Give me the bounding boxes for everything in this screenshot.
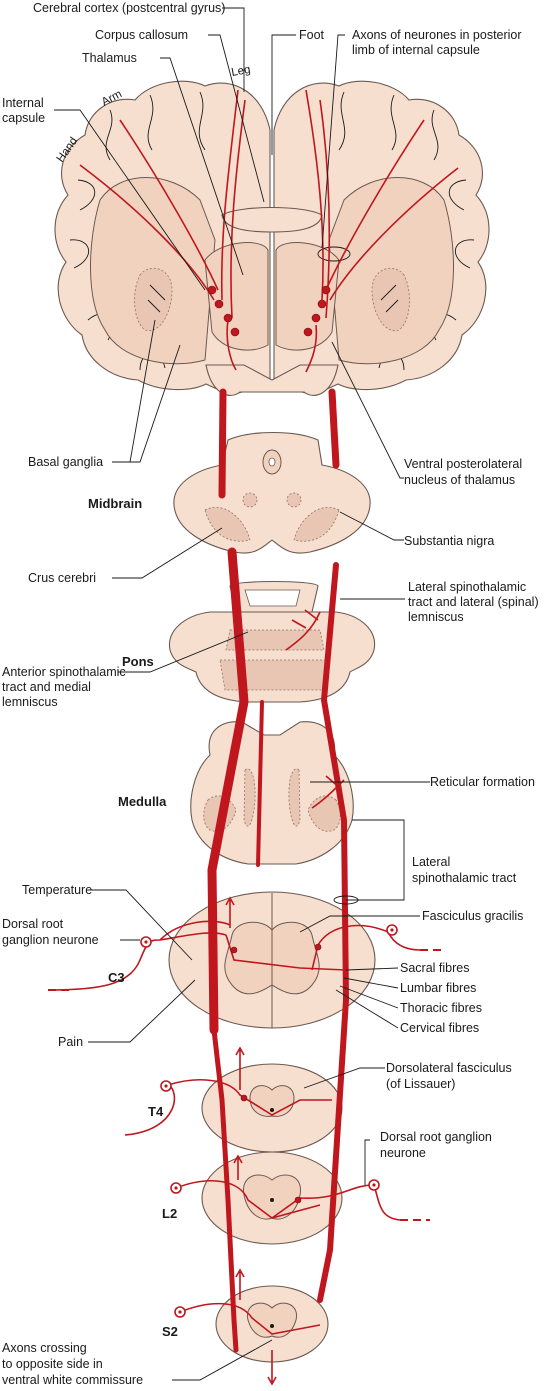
label-cervical-fibres: Cervical fibres (400, 1021, 479, 1035)
midbrain-section (173, 431, 371, 554)
label-lumbar-fibres: Lumbar fibres (400, 981, 476, 995)
label-corpus-callosum: Corpus callosum (95, 28, 188, 42)
label-lissauer-1: Dorsolateral fasciculus (386, 1061, 512, 1075)
label-thoracic-fibres: Thoracic fibres (400, 1001, 482, 1015)
level-t4: T4 (148, 1104, 164, 1119)
thalamocortical-fibres (79, 89, 459, 373)
brain-coronal-section (54, 80, 490, 396)
label-substantia-nigra: Substantia nigra (404, 534, 494, 548)
label-drg-left-1: Dorsal root (2, 917, 64, 931)
label-drg-left-2: ganglion neurone (2, 933, 99, 947)
label-leg: Leg (230, 64, 251, 79)
label-vpl-1: Ventral posterolateral (404, 457, 522, 471)
spinal-cord-c3 (168, 891, 376, 1029)
label-internal-capsule-2: capsule (2, 111, 45, 125)
level-medulla: Medulla (118, 794, 167, 809)
label-foot: Foot (299, 28, 325, 42)
dorsal-root-afferents (47, 896, 444, 1386)
label-pain: Pain (58, 1035, 83, 1049)
label-lateral-st-2: spinothalamic tract (412, 871, 517, 885)
leader-lines (54, 7, 430, 1381)
label-temperature: Temperature (22, 883, 92, 897)
label-sacral-fibres: Sacral fibres (400, 961, 469, 975)
label-lateral-lemniscus-1: Lateral spinothalamic (408, 580, 526, 594)
label-axons-crossing-1: Axons crossing (2, 1341, 87, 1355)
level-pons: Pons (122, 654, 154, 669)
level-c3: C3 (108, 970, 125, 985)
level-l2: L2 (162, 1206, 177, 1221)
label-drg-right-1: Dorsal root ganglion (380, 1130, 492, 1144)
pons-section (168, 580, 376, 703)
label-internal-capsule-1: Internal (2, 96, 44, 110)
label-lateral-st-1: Lateral (412, 855, 450, 869)
label-lateral-lemniscus-3: lemniscus (408, 610, 464, 624)
label-anterior-st-3: lemniscus (2, 695, 58, 709)
label-axons-crossing-2: to opposite side in (2, 1357, 103, 1371)
ascending-tracts (207, 388, 350, 1353)
label-anterior-st-1: Anterior spinothalamic (2, 665, 126, 679)
label-axons-internal-capsule-2: limb of internal capsule (352, 43, 480, 57)
level-midbrain: Midbrain (88, 496, 142, 511)
label-thalamus: Thalamus (82, 51, 137, 65)
label-drg-right-2: neurone (380, 1146, 426, 1160)
label-lissauer-2: (of Lissauer) (386, 1077, 455, 1091)
label-cerebral-cortex: Cerebral cortex (postcentral gyrus) (33, 1, 225, 15)
label-basal-ganglia: Basal ganglia (28, 455, 103, 469)
label-reticular-formation: Reticular formation (430, 775, 535, 789)
spinal-cord-s2 (215, 1285, 329, 1363)
label-vpl-2: nucleus of thalamus (404, 473, 515, 487)
label-axons-internal-capsule-1: Axons of neurones in posterior (352, 28, 522, 42)
label-anterior-st-2: tract and medial (2, 680, 91, 694)
label-crus-cerebri: Crus cerebri (28, 571, 96, 585)
label-fasciculus-gracilis: Fasciculus gracilis (422, 909, 523, 923)
label-lateral-lemniscus-2: tract and lateral (spinal) (408, 595, 539, 609)
level-s2: S2 (162, 1324, 178, 1339)
label-axons-crossing-3: ventral white commissure (2, 1373, 143, 1387)
